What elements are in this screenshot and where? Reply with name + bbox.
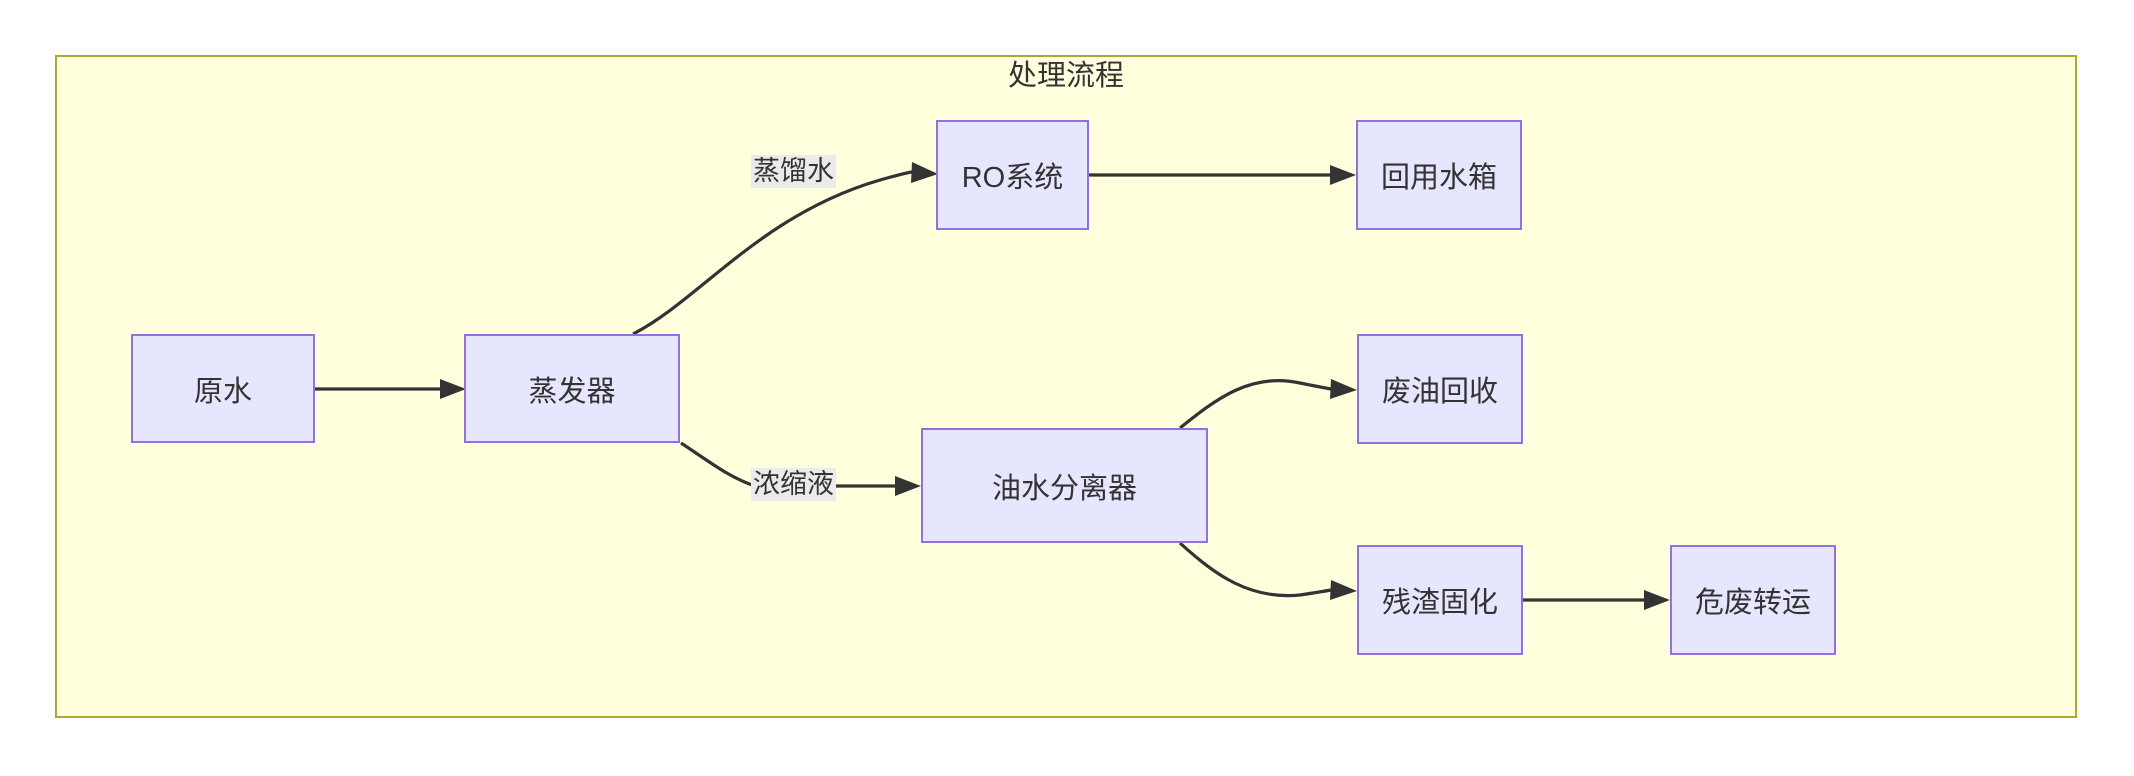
node-label-reuse-water-tank: 回用水箱 xyxy=(1380,162,1497,194)
edge-label-concentrate: 浓缩液 xyxy=(751,468,836,502)
node-label-ro-system: RO系统 xyxy=(961,162,1064,194)
node-reuse-water-tank[interactable]: 回用水箱 xyxy=(1356,120,1522,230)
node-hazardous-waste-transfer[interactable]: 危废转运 xyxy=(1670,545,1836,655)
node-ro-system[interactable]: RO系统 xyxy=(936,120,1089,230)
node-label-raw-water: 原水 xyxy=(193,375,252,408)
node-label-hazardous-waste-transfer: 危废转运 xyxy=(1694,587,1811,619)
node-raw-water[interactable]: 原水 xyxy=(131,334,315,443)
node-evaporator[interactable]: 蒸发器 xyxy=(464,334,680,443)
node-label-residue-solidification: 残渣固化 xyxy=(1381,587,1498,619)
node-label-oil-water-separator: 油水分离器 xyxy=(991,472,1137,505)
node-waste-oil-recovery[interactable]: 废油回收 xyxy=(1357,334,1523,444)
edge-label-distilled-water: 蒸馏水 xyxy=(751,155,836,189)
node-label-evaporator: 蒸发器 xyxy=(528,375,616,408)
node-residue-solidification[interactable]: 残渣固化 xyxy=(1357,545,1523,655)
node-oil-water-separator[interactable]: 油水分离器 xyxy=(921,428,1208,543)
node-label-waste-oil-recovery: 废油回收 xyxy=(1381,376,1498,408)
